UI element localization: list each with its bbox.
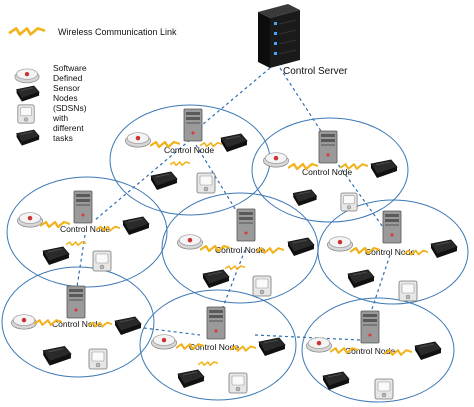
control-node-4-tower-icon <box>236 208 256 242</box>
server-rack-icon <box>258 4 300 68</box>
control-node-4-label: Control Node <box>215 245 265 255</box>
control-node-1-tower-icon <box>183 108 203 142</box>
thermostat-icon <box>398 280 418 302</box>
sensor-box-icon <box>347 269 375 288</box>
thermostat-icon <box>252 275 272 297</box>
legend-sdsn-line-7: different <box>53 123 84 133</box>
smoke-detector-icon <box>326 236 354 252</box>
smoke-detector-icon <box>176 234 204 250</box>
lightning-icon <box>66 240 86 247</box>
thermostat-icon <box>92 250 112 272</box>
cluster-4: Control Node <box>176 208 315 297</box>
legend-sdsn-line-5: (SDSNs) <box>53 103 87 113</box>
sensor-box-icon <box>322 371 350 390</box>
smoke-detector-icon <box>16 212 44 228</box>
cluster-6-boundary <box>1 266 155 378</box>
thermostat-icon <box>196 172 216 194</box>
legend-sdsn-line-6: with <box>52 113 68 123</box>
legend-black-sensor-icon <box>16 129 40 146</box>
cluster-8: Control Node <box>305 310 442 400</box>
smoke-detector-icon <box>124 132 152 148</box>
link-node5-to-node8 <box>369 254 391 316</box>
control-node-3-tower-icon <box>73 190 93 224</box>
sensor-box-icon <box>122 216 150 235</box>
thermostat-icon <box>88 348 108 370</box>
lightning-icon <box>170 160 190 167</box>
control-node-1-label: Control Node <box>164 145 214 155</box>
cluster-7-boundary <box>139 289 297 401</box>
smoke-detector-icon <box>10 314 38 330</box>
legend: Wireless Communication Link Software Def… <box>8 27 177 146</box>
legend-sensor-box-icon <box>16 85 40 102</box>
cluster-6: Control Node <box>10 285 142 370</box>
legend-sdsn-line-4: Nodes <box>53 93 78 103</box>
legend-sdsn-line-8: tasks <box>53 133 73 143</box>
cluster-5-boundary <box>317 199 469 305</box>
thermostat-icon <box>228 372 248 394</box>
cluster-7: Control Node <box>150 306 286 394</box>
sensor-box-icon <box>114 316 142 335</box>
legend-thermostat-icon <box>17 104 35 124</box>
cluster-2: Control Node <box>262 130 398 212</box>
thermostat-icon <box>340 192 358 212</box>
control-node-5-tower-icon <box>382 210 402 244</box>
sensor-box-icon <box>150 171 178 190</box>
control-node-8-tower-icon <box>360 310 380 344</box>
control-node-8-label: Control Node <box>345 346 395 356</box>
control-server: Control Server <box>258 4 348 77</box>
legend-smoke-detector-icon <box>14 68 40 84</box>
cluster-8-boundary <box>301 297 455 403</box>
sensor-box-icon <box>42 345 72 366</box>
control-node-3-label: Control Node <box>60 224 110 234</box>
sensor-box-icon <box>370 159 398 178</box>
legend-sdsn-line-1: Software <box>53 63 87 73</box>
link-server-to-node1 <box>195 67 271 131</box>
legend-link-label: Wireless Communication Link <box>58 27 177 37</box>
cluster-3-boundary <box>6 176 168 288</box>
smoke-detector-icon <box>305 337 333 353</box>
cluster-3: Control Node <box>16 190 150 272</box>
control-node-7-label: Control Node <box>189 342 239 352</box>
legend-lightning-icon <box>8 27 46 36</box>
cluster-5: Control Node <box>326 210 458 302</box>
legend-sdsn-line-3: Sensor <box>53 83 80 93</box>
cluster-ellipses <box>1 104 469 403</box>
sensor-box-icon <box>202 269 230 288</box>
sensor-box-icon <box>414 341 442 360</box>
control-node-5-label: Control Node <box>365 247 415 257</box>
smoke-detector-icon <box>150 334 178 350</box>
control-node-7-tower-icon <box>206 306 226 340</box>
sensor-box-icon <box>430 239 458 258</box>
sensor-box-icon <box>177 369 205 388</box>
sensor-box-icon <box>258 337 286 356</box>
lightning-icon <box>225 264 245 271</box>
link-node1-to-node3 <box>94 139 191 221</box>
legend-sdsn-line-2: Defined <box>53 73 83 83</box>
control-node-6-tower-icon <box>66 285 86 319</box>
sensor-box-icon <box>292 189 318 206</box>
smoke-detector-icon <box>262 152 290 168</box>
cluster-1: Control Node <box>124 108 248 194</box>
thermostat-icon <box>374 378 394 400</box>
control-node-6-label: Control Node <box>52 319 102 329</box>
control-node-2-label: Control Node <box>302 167 352 177</box>
link-node2-to-node5 <box>334 159 386 231</box>
control-node-2-tower-icon <box>318 130 338 164</box>
sensor-box-icon <box>287 237 315 256</box>
cluster-2-boundary <box>251 117 409 223</box>
sensor-box-icon <box>42 246 70 265</box>
sensor-box-icon <box>220 133 248 152</box>
control-server-label: Control Server <box>283 66 348 77</box>
lightning-icon <box>198 360 218 367</box>
